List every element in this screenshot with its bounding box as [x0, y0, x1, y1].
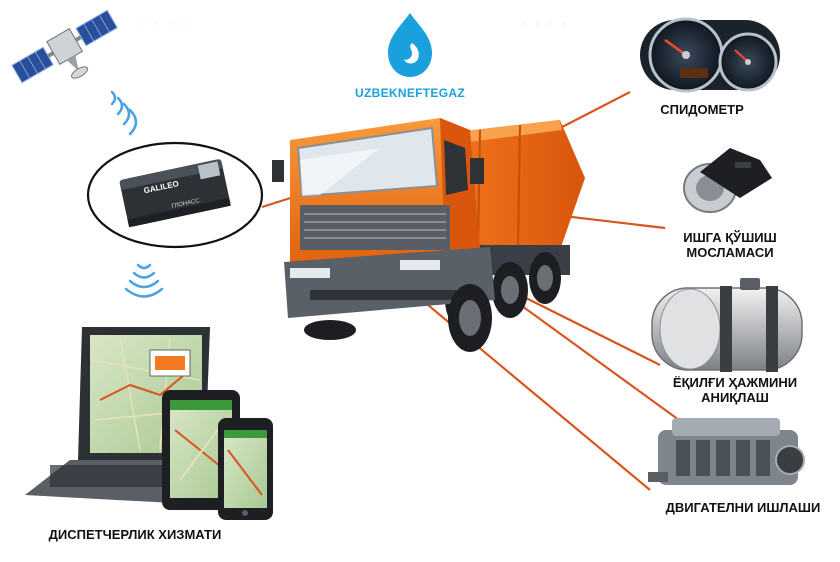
label-fuel-line2: АНИҚЛАШ: [701, 390, 769, 405]
label-speedometer: СПИДОМЕТР: [642, 102, 762, 117]
truck-bumper: [284, 247, 495, 318]
label-ignition-line1: ИШГА ҚЎШИШ: [683, 230, 777, 245]
brand-flame-logo: [388, 13, 432, 77]
label-ignition: ИШГА ҚЎШИШ МОСЛАМАСИ: [660, 230, 800, 260]
smartphone: [218, 418, 273, 520]
label-dispatch-text: ДИСПЕТЧЕРЛИК ХИЗМАТИ: [48, 527, 222, 542]
wireless-signal-icon-2: [124, 263, 164, 298]
label-speedometer-text: СПИДОМЕТР: [660, 102, 744, 117]
device-label-text: ГЛОНАСС: [171, 198, 201, 210]
wireless-signal-icon: [110, 90, 138, 136]
dump-truck: [272, 118, 585, 352]
brand-name: UZBEKNEFTEGAZ: [355, 86, 465, 100]
label-fuel: ЁҚИЛҒИ ҲАЖМИНИ АНИҚЛАШ: [650, 375, 820, 405]
label-fuel-line1: ЁҚИЛҒИ ҲАЖМИНИ: [672, 375, 798, 390]
label-ignition-line2: МОСЛАМАСИ: [686, 245, 774, 260]
ignition-key: [683, 148, 772, 213]
truck-grille: [300, 205, 450, 250]
gps-tracker-device: GALILEO ГЛОНАСС: [119, 159, 231, 228]
engine: [648, 418, 805, 485]
label-engine: ДВИГАТЕЛНИ ИШЛАШИ: [658, 500, 828, 515]
fuel-tank: [651, 278, 803, 372]
connector-engine-2: [499, 289, 691, 429]
svg-text:· · · ·: · · · ·: [520, 10, 568, 35]
svg-text:· · · ·: · · · ·: [140, 10, 188, 35]
label-engine-text: ДВИГАТЕЛНИ ИШЛАШИ: [665, 500, 821, 515]
background-watermark: · · · · · · · ·: [140, 10, 568, 35]
device-highlight-oval: [86, 141, 264, 249]
speedometer-gauge: [640, 17, 780, 93]
gps-tracker-group: GALILEO ГЛОНАСС: [86, 141, 264, 249]
satellite-icon: [11, 9, 118, 84]
label-dispatch: ДИСПЕТЧЕРЛИК ХИЗМАТИ: [30, 527, 240, 542]
